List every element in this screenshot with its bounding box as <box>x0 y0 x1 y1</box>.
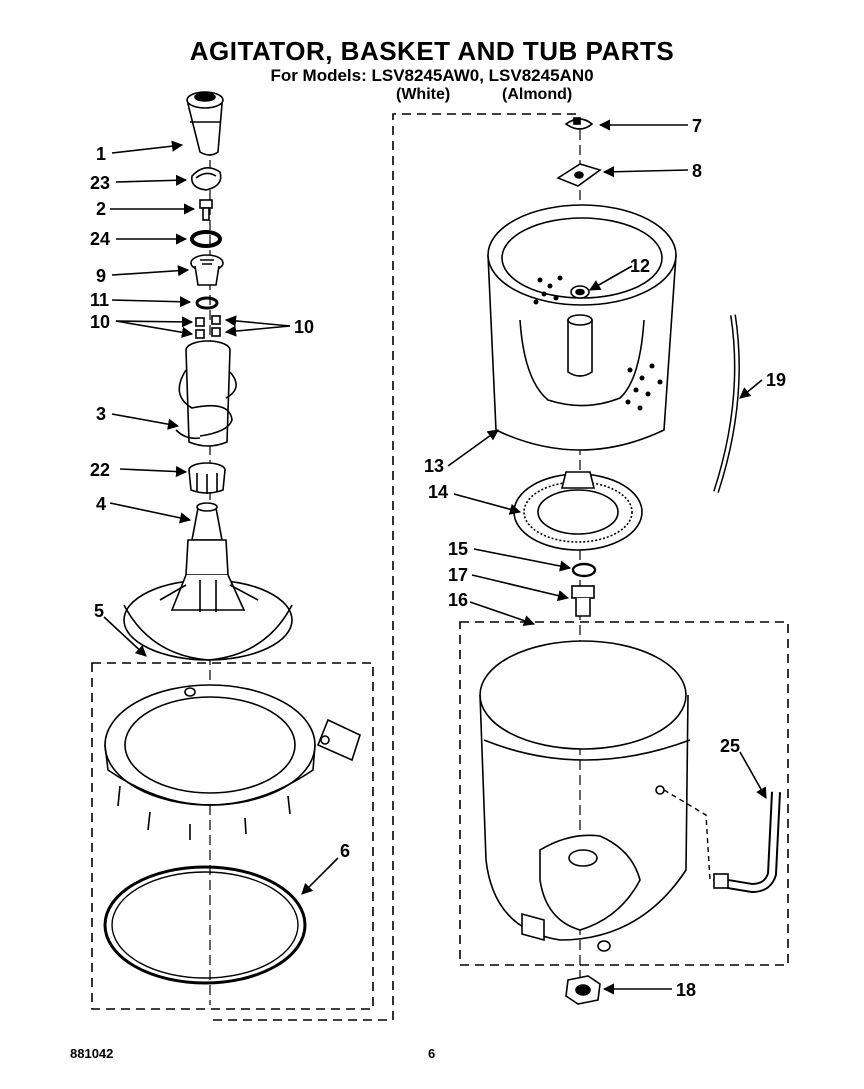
part-15-seal <box>571 562 597 578</box>
label-2: 2 <box>96 199 106 219</box>
label-3: 3 <box>96 404 106 424</box>
part-2-bolt <box>199 199 213 221</box>
part-1-agitator-cap <box>186 91 224 156</box>
label-4: 4 <box>96 494 106 514</box>
part-3-auger <box>175 340 237 447</box>
part-labels: 1 23 2 24 9 11 10 10 3 22 4 5 6 7 8 12 1… <box>90 116 786 1000</box>
frame-part-16 <box>459 621 789 966</box>
label-12: 12 <box>630 256 650 276</box>
label-17: 17 <box>448 565 468 585</box>
part-6-snap-ring <box>103 865 307 985</box>
part-17-nut <box>571 585 595 617</box>
label-6: 6 <box>340 841 350 861</box>
label-16: 16 <box>448 590 468 610</box>
label-22: 22 <box>90 460 110 480</box>
part-24-ring <box>190 230 222 248</box>
label-5: 5 <box>94 601 104 621</box>
label-7: 7 <box>692 116 702 136</box>
variant-almond: (Almond) <box>502 86 573 103</box>
part-12-nut <box>570 285 590 299</box>
part-23-cam <box>190 167 222 191</box>
part-16-outer-tub <box>479 640 691 952</box>
part-22-bearing <box>188 462 226 494</box>
label-9: 9 <box>96 266 106 286</box>
frame-part-5-6 <box>91 662 374 1010</box>
page-number: 6 <box>428 1046 436 1061</box>
label-15: 15 <box>448 539 468 559</box>
label-19: 19 <box>766 370 786 390</box>
variant-white: (White) <box>396 86 451 103</box>
label-1: 1 <box>96 144 106 164</box>
part-19-tube <box>713 314 740 493</box>
part-9-dog <box>190 254 224 286</box>
part-13-wash-basket <box>487 204 677 451</box>
part-5-outer-tub-cover <box>104 684 361 840</box>
label-23: 23 <box>90 173 110 193</box>
label-10-left: 10 <box>90 312 110 332</box>
part-25-hose <box>663 789 781 894</box>
models-line: For Models: LSV8245AW0, LSV8245AN0 <box>270 66 594 85</box>
doc-number: 881042 <box>70 1046 114 1061</box>
leader-lines <box>103 119 767 995</box>
part-14-drive-plate <box>513 471 643 551</box>
part-11-washer <box>195 296 219 310</box>
assembly-connector <box>213 113 576 1021</box>
part-10-clips <box>195 315 221 339</box>
label-25: 25 <box>720 736 740 756</box>
label-18: 18 <box>676 980 696 1000</box>
label-10-right: 10 <box>294 317 314 337</box>
label-11: 11 <box>90 290 109 310</box>
part-18-nut <box>565 975 601 1005</box>
diagram-title: AGITATOR, BASKET AND TUB PARTS <box>189 36 675 66</box>
label-24: 24 <box>90 229 110 249</box>
label-14: 14 <box>428 482 448 502</box>
dashed-assembly-frames <box>91 113 789 1021</box>
part-4-basket-drive <box>123 502 293 661</box>
part-8-plate <box>556 163 602 187</box>
label-8: 8 <box>692 161 702 181</box>
part-7-clip <box>564 117 594 130</box>
label-13: 13 <box>424 456 444 476</box>
